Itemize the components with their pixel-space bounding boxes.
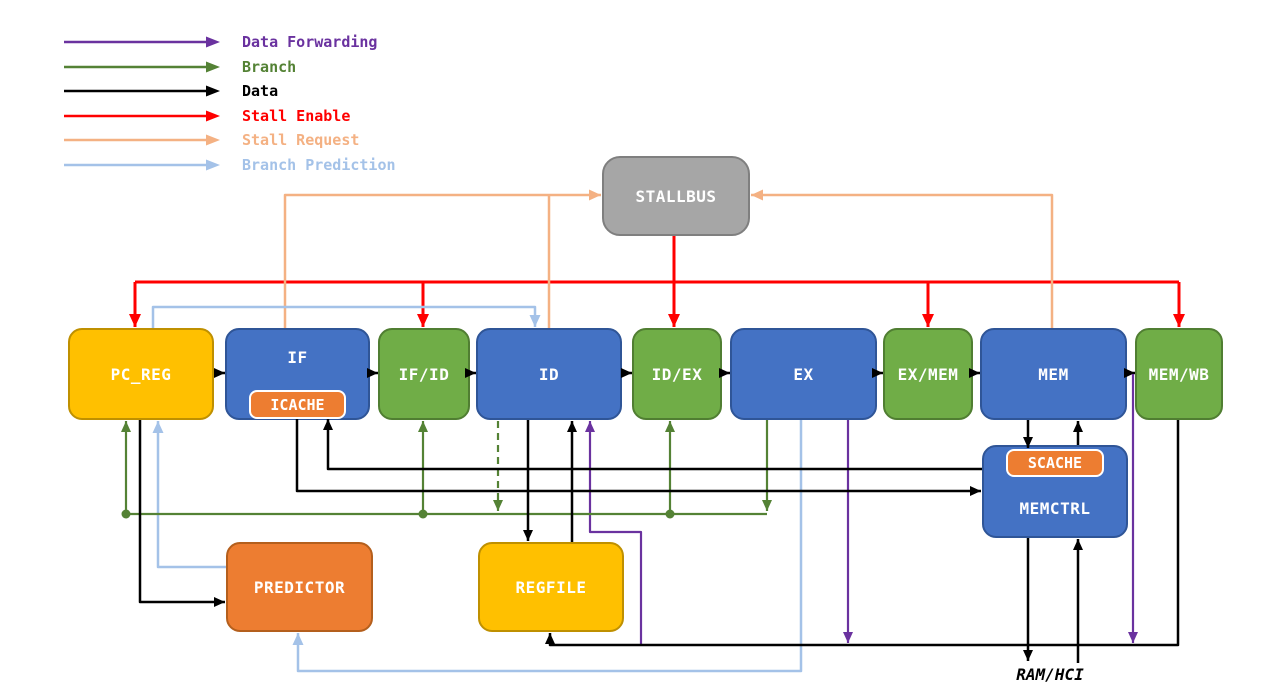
legend-item-stall-request: Stall Request bbox=[62, 128, 396, 153]
node-label: MEM/WB bbox=[1148, 364, 1210, 384]
legend-item-data-forwarding: Data Forwarding bbox=[62, 30, 396, 55]
legend-item-stall-enable: Stall Enable bbox=[62, 104, 396, 129]
branch-arrow-icon bbox=[64, 61, 220, 73]
node-ex-mem: EX/MEM bbox=[883, 328, 973, 420]
node-label: IF bbox=[287, 347, 308, 367]
branch-bus-junction-dot bbox=[121, 509, 131, 519]
data-arrow-icon bbox=[64, 85, 220, 97]
legend-label: Stall Enable bbox=[242, 106, 351, 125]
legend-item-branch: Branch bbox=[62, 55, 396, 80]
node-label: STALLBUS bbox=[635, 186, 717, 206]
node-stallbus: STALLBUS bbox=[602, 156, 750, 236]
edge-memctrl-to-icache-data bbox=[323, 419, 982, 471]
node-label: REGFILE bbox=[515, 577, 587, 597]
edge-predictor-to-pcreg-prediction bbox=[152, 421, 226, 569]
node-mem-wb: MEM/WB bbox=[1135, 328, 1223, 420]
branch-bus-junction-dot bbox=[418, 509, 428, 519]
node-label: IF/ID bbox=[398, 364, 450, 384]
node-ex: EX bbox=[730, 328, 877, 420]
node-if-id: IF/ID bbox=[378, 328, 470, 420]
legend: Data Forwarding Branch Data Stall Enable… bbox=[62, 30, 396, 177]
node-label: MEM bbox=[1038, 364, 1069, 384]
branch-prediction-arrow-icon bbox=[64, 159, 220, 171]
branch-bus-junction-dot bbox=[665, 509, 675, 519]
node-label: EX bbox=[793, 364, 814, 384]
node-label: ICACHE bbox=[270, 395, 325, 414]
edge-icache-to-memctrl-data bbox=[295, 419, 981, 496]
legend-label: Data Forwarding bbox=[242, 33, 378, 52]
ram-hci-label: RAM/HCI bbox=[1016, 665, 1084, 684]
edge-pcreg-to-id-prediction bbox=[151, 305, 541, 328]
node-icache: ICACHE bbox=[249, 390, 346, 419]
node-scache: SCACHE bbox=[1006, 449, 1104, 477]
node-predictor: PREDICTOR bbox=[226, 542, 373, 632]
node-label: ID bbox=[538, 364, 560, 384]
node-id: ID bbox=[476, 328, 622, 420]
node-label: PC_REG bbox=[110, 364, 172, 384]
edge-if-to-stallbus-request bbox=[283, 189, 601, 328]
legend-item-data: Data bbox=[62, 79, 396, 104]
data-forwarding-arrow-icon bbox=[64, 36, 220, 48]
legend-label: Branch bbox=[242, 57, 297, 76]
node-label: EX/MEM bbox=[897, 364, 959, 384]
node-pc-reg: PC_REG bbox=[68, 328, 214, 420]
edge-pcreg-to-predictor-data bbox=[138, 420, 225, 607]
edge-mem-to-stallbus-request bbox=[751, 189, 1054, 328]
node-label: SCACHE bbox=[1027, 454, 1083, 472]
stall-enable-arrow-icon bbox=[64, 110, 220, 122]
legend-label: Branch Prediction bbox=[242, 155, 396, 174]
stall-request-arrow-icon bbox=[64, 134, 220, 146]
legend-item-branch-prediction: Branch Prediction bbox=[62, 153, 396, 178]
node-label: ID/EX bbox=[651, 364, 703, 384]
node-label: PREDICTOR bbox=[253, 577, 346, 597]
node-id-ex: ID/EX bbox=[632, 328, 722, 420]
legend-label: Stall Request bbox=[242, 131, 360, 150]
node-label: MEMCTRL bbox=[1019, 499, 1091, 518]
node-mem: MEM bbox=[980, 328, 1127, 420]
legend-label: Data bbox=[242, 82, 279, 101]
node-regfile: REGFILE bbox=[478, 542, 624, 632]
